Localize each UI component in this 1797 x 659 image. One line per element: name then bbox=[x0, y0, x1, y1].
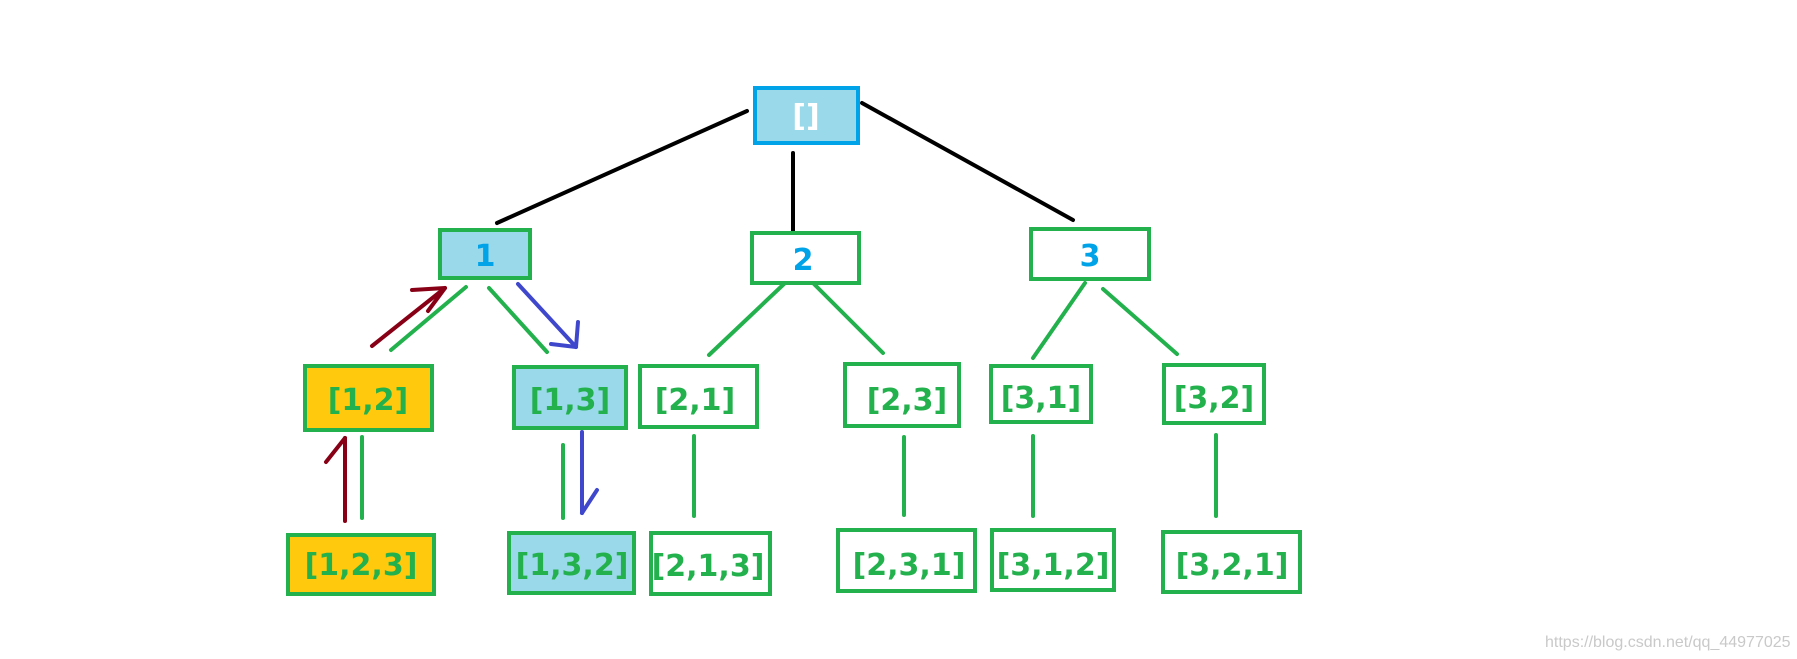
node-32-box bbox=[1162, 363, 1266, 425]
node-2-label: 2 bbox=[793, 243, 814, 278]
node-21: [2,1] bbox=[638, 364, 759, 429]
node-321-label: [3,2,1] bbox=[1176, 548, 1289, 583]
node-31: [3,1] bbox=[989, 364, 1093, 424]
backtrack-arrows bbox=[324, 286, 447, 523]
node-13: [1,3] bbox=[512, 365, 628, 430]
node-32: [3,2] bbox=[1162, 363, 1266, 425]
edge-1-13 bbox=[487, 286, 549, 354]
node-213-label: [2,1,3] bbox=[652, 549, 765, 584]
node-23-box bbox=[843, 362, 961, 428]
node-312-label: [3,1,2] bbox=[997, 548, 1110, 583]
edge-1-12 bbox=[389, 285, 468, 352]
node-321: [3,2,1] bbox=[1161, 530, 1302, 594]
edge-3-32 bbox=[1101, 287, 1179, 356]
node-231-box bbox=[836, 528, 977, 593]
root-edges bbox=[495, 101, 1075, 234]
node-132: [1,3,2] bbox=[507, 531, 636, 595]
node-21-box bbox=[638, 364, 759, 429]
node-3: 3 bbox=[1029, 227, 1151, 281]
blue-arrow-head-upper bbox=[549, 320, 580, 349]
node-13-label: [1,3] bbox=[530, 383, 611, 418]
node-31-label: [3,1] bbox=[1001, 381, 1082, 416]
node-123: [1,2,3] bbox=[286, 533, 436, 596]
node-213: [2,1,3] bbox=[649, 531, 772, 596]
red-arrow-head-lower bbox=[324, 436, 347, 464]
node-12-box bbox=[303, 364, 434, 432]
node-31-box bbox=[989, 364, 1093, 424]
node-321-box bbox=[1161, 530, 1302, 594]
node-1-label: 1 bbox=[475, 239, 496, 274]
red-arrow-shaft-upper bbox=[370, 286, 447, 348]
watermark-url: https://blog.csdn.net/qq_44977025 bbox=[1545, 634, 1791, 651]
node-23-label: [2,3] bbox=[867, 383, 948, 418]
edge-root-3 bbox=[860, 101, 1075, 222]
node-root-box bbox=[753, 86, 860, 145]
node-root-label: [] bbox=[792, 99, 819, 134]
node-3-box bbox=[1029, 227, 1151, 281]
node-3-label: 3 bbox=[1080, 239, 1101, 274]
node-13-box bbox=[512, 365, 628, 430]
edge-3-31 bbox=[1031, 281, 1087, 360]
node-12: [1,2] bbox=[303, 364, 434, 432]
node-213-box bbox=[649, 531, 772, 596]
node-231-label: [2,3,1] bbox=[853, 548, 966, 583]
node-312-box bbox=[990, 528, 1116, 592]
node-312: [3,1,2] bbox=[990, 528, 1116, 592]
node-123-box bbox=[286, 533, 436, 596]
node-123-label: [1,2,3] bbox=[305, 548, 418, 583]
edge-2-21 bbox=[707, 281, 787, 357]
forward-arrows bbox=[516, 282, 599, 515]
node-132-label: [1,3,2] bbox=[516, 548, 629, 583]
blue-arrow-shaft-upper bbox=[516, 282, 578, 349]
node-1: 1 bbox=[438, 228, 532, 280]
node-2: 2 bbox=[750, 231, 861, 285]
node-12-label: [1,2] bbox=[328, 383, 409, 418]
node-2-box bbox=[750, 231, 861, 285]
node-1-box bbox=[438, 228, 532, 280]
green-edges bbox=[360, 281, 1218, 520]
node-23: [2,3] bbox=[843, 362, 961, 428]
red-arrow-head-upper bbox=[410, 286, 447, 313]
node-132-box bbox=[507, 531, 636, 595]
node-32-label: [3,2] bbox=[1174, 381, 1255, 416]
node-21-label: [2,1] bbox=[655, 383, 736, 418]
edge-2-23 bbox=[812, 282, 885, 355]
blue-arrow-head-lower bbox=[580, 488, 599, 515]
node-231: [2,3,1] bbox=[836, 528, 977, 593]
node-root: [] bbox=[753, 86, 860, 145]
edge-root-1 bbox=[495, 109, 749, 225]
